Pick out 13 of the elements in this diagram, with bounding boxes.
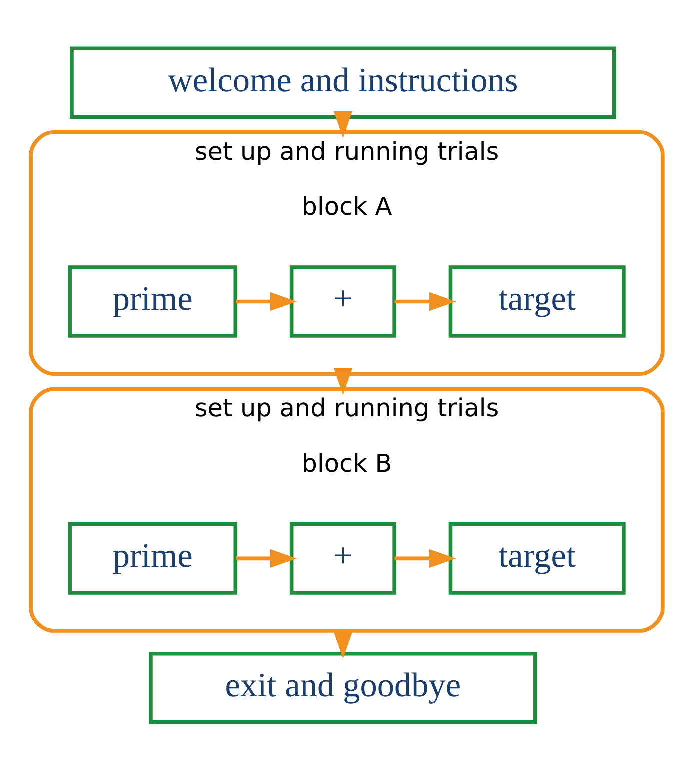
node-box: prime — [68, 266, 238, 338]
node-box: target — [448, 522, 626, 595]
arrow — [334, 368, 353, 396]
arrow — [236, 292, 298, 312]
node-box: target — [448, 266, 626, 338]
node-box: prime — [68, 522, 238, 595]
arrow — [394, 549, 456, 568]
arrow — [334, 111, 353, 138]
node-box: exit and goodbye — [149, 652, 538, 724]
node-box: + — [290, 266, 396, 338]
arrow — [236, 549, 298, 568]
node-box: + — [290, 522, 396, 595]
arrow — [394, 292, 456, 312]
